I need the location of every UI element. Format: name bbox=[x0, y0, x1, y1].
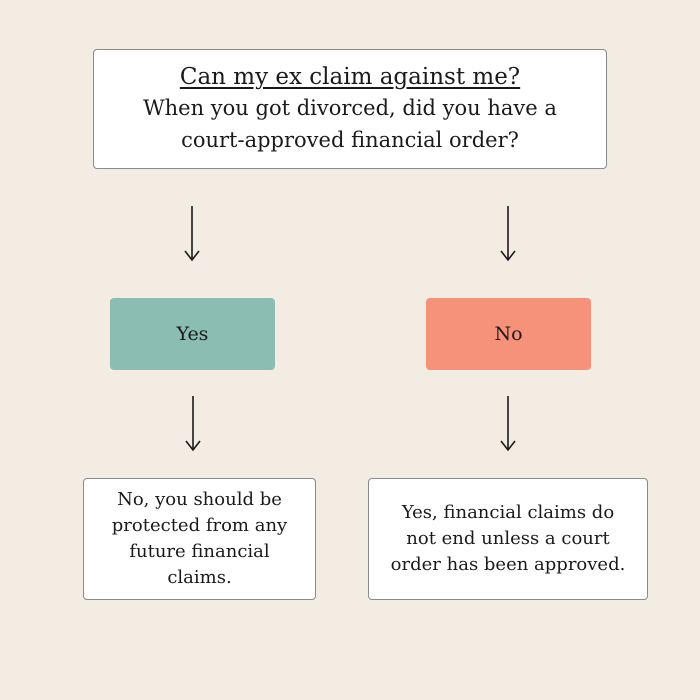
question-body: When you got divorced, did you have a co… bbox=[143, 96, 557, 152]
yes-choice: Yes bbox=[110, 298, 275, 370]
arrow-down-icon bbox=[498, 396, 518, 452]
no-label: No bbox=[494, 323, 523, 345]
no-outcome-box: Yes, financial claims do not end unless … bbox=[368, 478, 648, 600]
arrow-down-icon bbox=[182, 206, 202, 262]
arrow-down-icon bbox=[183, 396, 203, 452]
question-title: Can my ex claim against me? bbox=[179, 64, 521, 90]
question-box: Can my ex claim against me? When you got… bbox=[93, 49, 607, 169]
yes-outcome-text: No, you should be protected from any fut… bbox=[111, 489, 288, 588]
no-outcome-text: Yes, financial claims do not end unless … bbox=[390, 502, 626, 575]
arrow-down-icon bbox=[498, 206, 518, 262]
yes-outcome-box: No, you should be protected from any fut… bbox=[83, 478, 316, 600]
yes-label: Yes bbox=[176, 323, 209, 345]
no-choice: No bbox=[426, 298, 591, 370]
